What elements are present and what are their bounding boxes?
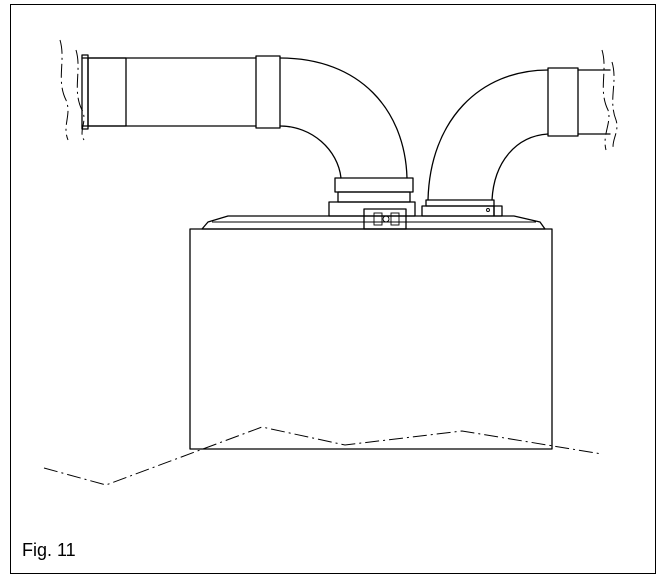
left-flue-pipe <box>81 54 416 230</box>
right-air-pipe <box>421 67 611 217</box>
boiler-body <box>189 228 553 450</box>
figure-caption: Fig. 11 <box>22 540 76 560</box>
section-cut-line <box>43 426 603 486</box>
figure-frame <box>10 4 656 574</box>
boiler-top-plate <box>201 215 546 230</box>
pipe-break-lines <box>59 39 618 151</box>
